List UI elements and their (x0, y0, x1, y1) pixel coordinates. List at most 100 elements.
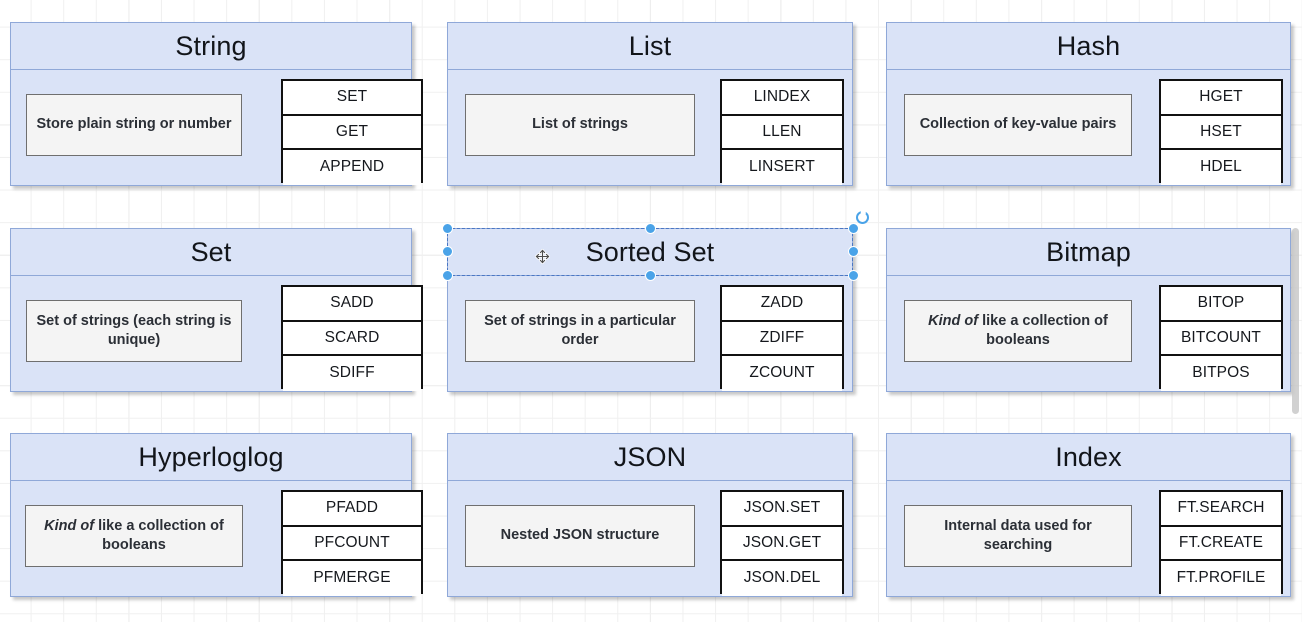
card-header-string[interactable]: String (11, 23, 411, 70)
command-item[interactable]: SCARD (283, 321, 421, 357)
command-item[interactable]: JSON.SET (722, 492, 842, 527)
card-header-json[interactable]: JSON (448, 434, 852, 481)
card-bitmap[interactable]: Bitmap Kind of like a collection of bool… (886, 228, 1291, 392)
card-sorted-set[interactable]: Sorted Set Set of strings in a particula… (447, 228, 853, 392)
command-item[interactable]: PFADD (283, 492, 421, 527)
command-item[interactable]: LINSERT (722, 150, 842, 185)
card-string[interactable]: String Store plain string or number SET … (10, 22, 423, 186)
card-description-text: Set of strings in a particular order (484, 312, 676, 348)
card-header-list[interactable]: List (448, 23, 852, 70)
card-description-text: Kind of like a collection of booleans (32, 517, 236, 555)
card-body-set: Set of strings (each string is unique) S… (11, 276, 423, 391)
card-description: Set of strings in a particular order (465, 300, 695, 362)
command-item[interactable]: FT.PROFILE (1161, 561, 1281, 596)
card-header-index[interactable]: Index (887, 434, 1290, 481)
card-header-sorted-set[interactable]: Sorted Set (448, 229, 852, 276)
card-title: Bitmap (1046, 236, 1131, 267)
command-item[interactable]: FT.CREATE (1161, 526, 1281, 562)
card-header-bitmap[interactable]: Bitmap (887, 229, 1290, 276)
command-item[interactable]: GET (283, 115, 421, 151)
command-list[interactable]: HGET HSET HDEL (1159, 79, 1283, 185)
command-item[interactable]: ZCOUNT (722, 356, 842, 391)
card-header-hash[interactable]: Hash (887, 23, 1290, 70)
card-title: Sorted Set (585, 236, 715, 267)
command-item[interactable]: HDEL (1161, 150, 1281, 185)
card-json[interactable]: JSON Nested JSON structure JSON.SET JSON… (447, 433, 853, 597)
card-description: List of strings (465, 94, 695, 156)
card-description: Set of strings (each string is unique) (26, 300, 242, 362)
card-set[interactable]: Set Set of strings (each string is uniqu… (10, 228, 423, 392)
selection-handle-w[interactable] (442, 246, 453, 257)
card-header-set[interactable]: Set (11, 229, 411, 276)
card-description: Store plain string or number (26, 94, 242, 156)
command-item[interactable]: LLEN (722, 115, 842, 151)
card-body-sorted-set: Set of strings in a particular order ZAD… (448, 276, 852, 391)
card-title: Hyperloglog (138, 441, 284, 472)
card-title: Hash (1056, 30, 1121, 61)
card-title: Set (190, 236, 232, 267)
card-description-emphasis: Kind of (44, 517, 99, 534)
card-index[interactable]: Index Internal data used for searching F… (886, 433, 1291, 597)
command-item[interactable]: BITPOS (1161, 356, 1281, 391)
card-body-string: Store plain string or number SET GET APP… (11, 70, 423, 185)
command-list[interactable]: PFADD PFCOUNT PFMERGE (281, 490, 423, 596)
card-description: Nested JSON structure (465, 505, 695, 567)
command-item[interactable]: JSON.GET (722, 526, 842, 562)
command-list[interactable]: FT.SEARCH FT.CREATE FT.PROFILE (1159, 490, 1283, 596)
card-list[interactable]: List List of strings LINDEX LLEN LINSERT (447, 22, 853, 186)
selection-handle-ne[interactable] (848, 223, 859, 234)
command-item[interactable]: APPEND (283, 150, 421, 185)
card-description-text: Internal data used for searching (944, 517, 1092, 553)
card-description-emphasis: Kind of (928, 312, 983, 329)
selection-handle-e[interactable] (848, 246, 859, 257)
command-item[interactable]: SDIFF (283, 356, 421, 391)
card-body-hash: Collection of key-value pairs HGET HSET … (887, 70, 1290, 185)
card-body-json: Nested JSON structure JSON.SET JSON.GET … (448, 481, 852, 596)
selection-handle-n[interactable] (645, 223, 656, 234)
card-description-text: Nested JSON structure (500, 527, 660, 544)
card-title: Index (1055, 441, 1122, 472)
command-item[interactable]: PFCOUNT (283, 526, 421, 562)
card-description-text: Store plain string or number (36, 116, 232, 133)
selection-handle-nw[interactable] (442, 223, 453, 234)
command-list[interactable]: SADD SCARD SDIFF (281, 285, 423, 391)
command-item[interactable]: BITOP (1161, 287, 1281, 322)
card-description-text-rest: like a collection of booleans (982, 312, 1108, 348)
card-description: Kind of like a collection of booleans (904, 300, 1132, 362)
card-description-text: Collection of key-value pairs (919, 116, 1117, 133)
command-item[interactable]: FT.SEARCH (1161, 492, 1281, 527)
selection-handle-sw[interactable] (442, 270, 453, 281)
command-list[interactable]: SET GET APPEND (281, 79, 423, 185)
command-item[interactable]: ZADD (722, 287, 842, 322)
card-body-list: List of strings LINDEX LLEN LINSERT (448, 70, 852, 185)
card-description-text: Set of strings (each string is unique) (36, 312, 232, 348)
card-hash[interactable]: Hash Collection of key-value pairs HGET … (886, 22, 1291, 186)
card-description-text-rest: like a collection of booleans (98, 517, 224, 553)
command-list[interactable]: BITOP BITCOUNT BITPOS (1159, 285, 1283, 391)
command-item[interactable]: SET (283, 81, 421, 116)
command-item[interactable]: HSET (1161, 115, 1281, 151)
card-header-hyperloglog[interactable]: Hyperloglog (11, 434, 411, 481)
command-item[interactable]: PFMERGE (283, 561, 421, 596)
card-description-text: List of strings (532, 116, 628, 133)
command-list[interactable]: JSON.SET JSON.GET JSON.DEL (720, 490, 844, 596)
command-list[interactable]: LINDEX LLEN LINSERT (720, 79, 844, 185)
command-item[interactable]: ZDIFF (722, 321, 842, 357)
command-item[interactable]: SADD (283, 287, 421, 322)
vertical-scrollbar-thumb[interactable] (1292, 228, 1299, 414)
command-item[interactable]: BITCOUNT (1161, 321, 1281, 357)
card-description: Internal data used for searching (904, 505, 1132, 567)
card-hyperloglog[interactable]: Hyperloglog Kind of like a collection of… (10, 433, 423, 597)
vertical-scrollbar[interactable] (1288, 0, 1302, 622)
command-item[interactable]: HGET (1161, 81, 1281, 116)
selection-handle-se[interactable] (848, 270, 859, 281)
selection-handle-s[interactable] (645, 270, 656, 281)
command-item[interactable]: LINDEX (722, 81, 842, 116)
card-description: Kind of like a collection of booleans (25, 505, 243, 567)
command-list[interactable]: ZADD ZDIFF ZCOUNT (720, 285, 844, 391)
command-item[interactable]: JSON.DEL (722, 561, 842, 596)
rotate-handle-icon[interactable] (856, 211, 869, 224)
card-title: JSON (613, 441, 687, 472)
card-title: List (628, 30, 672, 61)
